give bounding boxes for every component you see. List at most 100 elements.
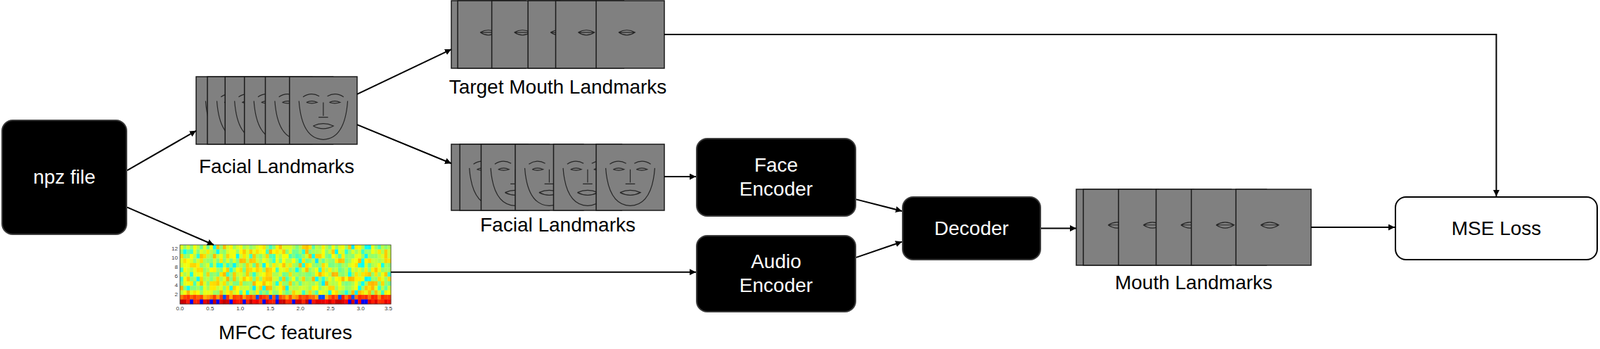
arrow-connector — [357, 124, 452, 164]
heat-cell — [387, 267, 391, 273]
heat-cell — [209, 290, 214, 296]
heat-cell — [314, 281, 319, 287]
heat-cell — [338, 290, 342, 296]
heat-cell — [193, 244, 197, 250]
heat-cell — [216, 281, 221, 287]
heat-cell — [295, 272, 299, 277]
heat-cell — [265, 248, 270, 254]
heat-cell — [384, 276, 389, 282]
heat-cell — [213, 290, 217, 296]
heat-cell — [189, 285, 194, 291]
heat-cell — [265, 281, 270, 287]
heat-cell — [318, 272, 322, 277]
heat-cell — [331, 276, 336, 282]
heat-cell — [272, 285, 276, 291]
heat-cell — [354, 281, 358, 287]
heat-cell — [236, 267, 240, 273]
heat-cell — [295, 257, 299, 263]
heat-cell — [308, 290, 313, 296]
heat-cell — [232, 262, 237, 268]
heat-cell — [285, 272, 289, 277]
heat-cell — [371, 276, 375, 282]
heat-cell — [291, 257, 296, 263]
heat-cell — [364, 276, 369, 282]
heat-cell — [328, 248, 332, 254]
mouth — [620, 189, 641, 195]
heat-cell — [364, 244, 369, 250]
heat-cell — [199, 262, 204, 268]
heat-cell — [183, 290, 187, 296]
heat-cell — [301, 290, 306, 296]
heat-cell — [318, 294, 322, 300]
heat-cell — [216, 285, 221, 291]
heat-cell — [262, 294, 266, 300]
heat-cell — [338, 285, 342, 291]
heat-cell — [357, 276, 362, 282]
heat-cell — [308, 244, 313, 250]
heat-cell — [318, 267, 322, 273]
heat-cell — [262, 262, 266, 268]
heat-cell — [183, 262, 187, 268]
heat-cell — [312, 272, 316, 277]
heat-cell — [354, 248, 358, 254]
heat-cell — [213, 294, 217, 300]
heat-cell — [265, 244, 270, 250]
heat-cell — [203, 267, 207, 273]
heat-cell — [255, 257, 260, 263]
heat-cell — [295, 267, 299, 273]
heat-cell — [272, 248, 276, 254]
heat-cell — [305, 276, 309, 282]
heat-cell — [203, 248, 207, 254]
heat-cell — [196, 262, 200, 268]
heat-cell — [291, 262, 296, 268]
heat-cell — [219, 253, 223, 259]
heat-cell — [209, 244, 214, 250]
heat-cell — [371, 294, 375, 300]
heat-cell — [338, 248, 342, 254]
heat-cell — [281, 281, 286, 287]
heat-cell — [312, 294, 316, 300]
heat-cell — [213, 276, 217, 282]
heat-cell — [354, 257, 358, 263]
heat-cell — [291, 281, 296, 287]
heat-cell — [312, 262, 316, 268]
heat-cell — [206, 290, 211, 296]
eyebrow — [567, 160, 584, 164]
heat-cell — [242, 267, 247, 273]
heat-cell — [242, 244, 247, 250]
heat-cell — [318, 285, 322, 291]
heat-cell — [229, 253, 233, 259]
heat-cell — [305, 290, 309, 296]
heat-cell — [183, 272, 187, 277]
heat-cell — [246, 267, 250, 273]
heat-cell — [377, 299, 382, 305]
heat-cell — [242, 262, 247, 268]
image-stack: Target Mouth Landmarks — [451, 0, 665, 69]
heat-cell — [279, 267, 283, 273]
face-outline — [605, 168, 656, 206]
heat-cell — [248, 272, 253, 277]
heat-cell — [229, 244, 233, 250]
heat-cell — [213, 285, 217, 291]
heat-cell — [216, 294, 221, 300]
heat-cell — [357, 257, 362, 263]
heat-cell — [367, 253, 372, 259]
heat-cell — [354, 244, 358, 250]
heat-cell — [367, 244, 372, 250]
heat-cell — [305, 244, 309, 250]
heat-cell — [361, 253, 365, 259]
heat-cell — [255, 272, 260, 277]
heat-cell — [262, 244, 266, 250]
heat-cell — [236, 285, 240, 291]
heat-cell — [236, 272, 240, 277]
heat-cell — [259, 276, 263, 282]
heat-cell — [371, 290, 375, 296]
heat-cell — [314, 244, 319, 250]
axis-tick-label: 1.5 — [266, 305, 275, 312]
heat-cell — [314, 248, 319, 254]
heat-cell — [222, 244, 227, 250]
heat-cell — [272, 272, 276, 277]
heat-cell — [364, 285, 369, 291]
heat-cell — [364, 262, 369, 268]
